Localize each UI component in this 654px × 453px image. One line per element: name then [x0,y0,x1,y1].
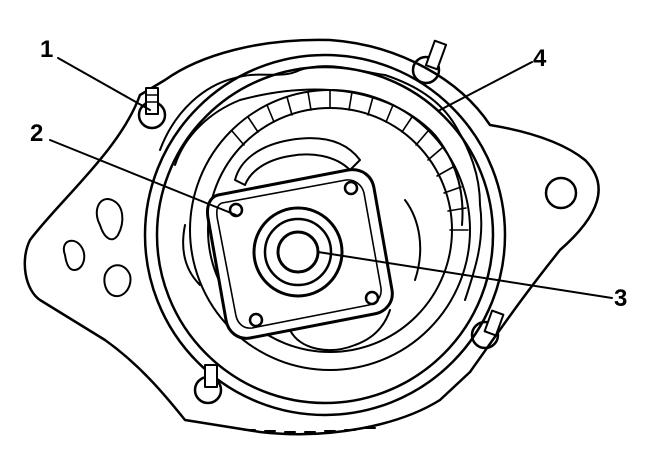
stud-bottom-left [193,364,223,405]
callout-label-1: 1 [40,36,54,63]
stud-top-right [411,39,448,85]
mount-hole-right [544,176,578,210]
bracket-window-3 [103,264,132,298]
rotor-claw-right [404,199,422,281]
rotor-claw-top [234,137,361,186]
bracket-window-1 [95,198,124,241]
bearing-outer [252,206,344,298]
callout-label-3: 3 [614,285,628,312]
leader-4 [439,61,533,111]
rotor-claw-bottom [289,309,391,351]
outer-ring [143,53,507,417]
rotor-claw-left [182,224,201,286]
vent-slots [244,427,376,433]
stator-winding [159,65,483,301]
leader-3 [317,251,613,299]
callout-label-2: 2 [30,120,44,147]
stud-top-left [137,87,167,130]
stud-bottom-right [470,309,505,350]
stator-slots [231,89,469,231]
retainer-plate-inner [216,179,382,329]
bearing-mid [263,217,333,287]
callout-label-4: 4 [533,45,547,72]
plate-screw-bl [248,312,264,328]
housing-outline [23,38,600,436]
retainer-plate [206,168,394,340]
leader-2 [49,139,237,216]
plate-screw-br [364,290,380,306]
bracket-window-2 [62,239,86,271]
leader-1 [57,57,151,111]
plate-screw-tr [343,180,359,196]
